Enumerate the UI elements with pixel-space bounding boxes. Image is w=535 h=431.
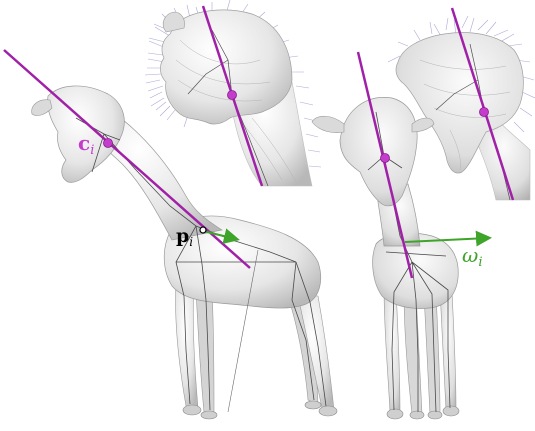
right-giraffe-ear-right: [412, 118, 434, 132]
center-point-top: [228, 91, 237, 100]
center-point-side: [104, 139, 113, 148]
left-giraffe-ear: [32, 100, 52, 116]
right-giraffe-ear-left: [312, 116, 344, 132]
right-giraffe-leg-3: [424, 294, 440, 414]
left-giraffe-front-leg: [175, 282, 198, 408]
angular-label: ωi: [462, 243, 482, 270]
center-point-front: [381, 154, 390, 163]
left-giraffe-front-leg-rear: [196, 290, 214, 414]
inset-head-top: [145, 0, 321, 186]
point-marker: [200, 227, 206, 233]
right-giraffe-leg-2: [404, 292, 422, 414]
center-point-right: [480, 108, 489, 117]
